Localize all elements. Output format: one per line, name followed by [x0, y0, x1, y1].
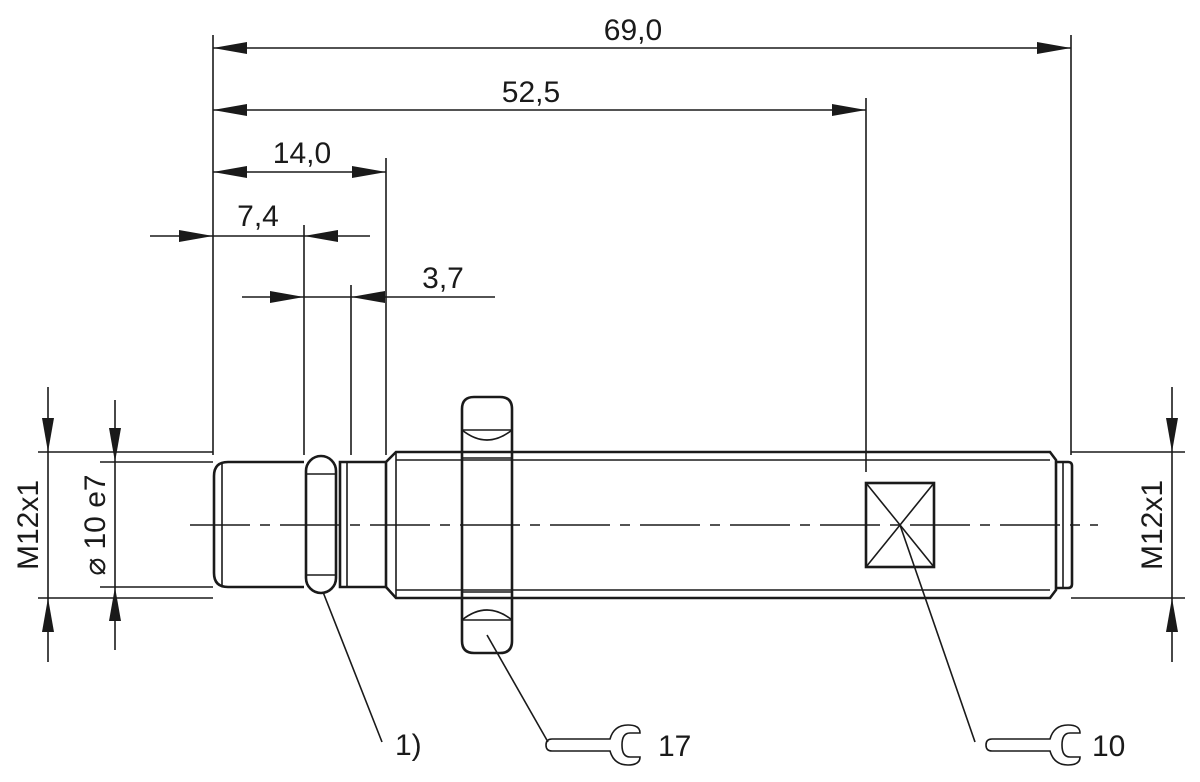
marking-wrench-size: 10: [1092, 730, 1125, 763]
dim-plug-length-label: 14,0: [273, 137, 331, 170]
hex-nut: [460, 395, 514, 655]
dim-thread-left: M12x1: [12, 387, 54, 662]
dim-overall-length-label: 69,0: [604, 14, 662, 47]
leader-lines: [322, 524, 976, 743]
dim-thread-right: M12x1: [1136, 387, 1178, 662]
dim-collar-width: 3,7: [242, 262, 495, 303]
seal-ref-label: 1): [395, 729, 422, 762]
dim-groove-position-label: 7,4: [237, 200, 279, 233]
dim-plug-length: 14,0: [213, 137, 386, 178]
diameter-symbol: ⌀: [79, 558, 112, 576]
dim-collar-width-label: 3,7: [422, 262, 464, 295]
wrench-icon: [985, 724, 1081, 766]
diameter-value: 10 e7: [79, 474, 112, 549]
nut-wrench-callout: 17: [545, 724, 691, 766]
dim-plug-diameter: ⌀ 10 e7: [79, 400, 121, 650]
dim-thread-left-label: M12x1: [12, 480, 45, 570]
dim-thread-right-label: M12x1: [1136, 480, 1169, 570]
marking-wrench-callout: 10: [985, 724, 1125, 766]
extension-lines: [38, 35, 1185, 599]
dim-plug-diameter-label: ⌀ 10 e7: [79, 474, 112, 575]
nut-wrench-size: 17: [658, 730, 691, 763]
dim-groove-position: 7,4: [150, 200, 370, 242]
wrench-icon: [545, 724, 641, 766]
dim-overall-length: 69,0: [213, 14, 1071, 54]
dim-marking-distance: 52,5: [213, 76, 866, 116]
dim-marking-distance-label: 52,5: [502, 76, 560, 109]
